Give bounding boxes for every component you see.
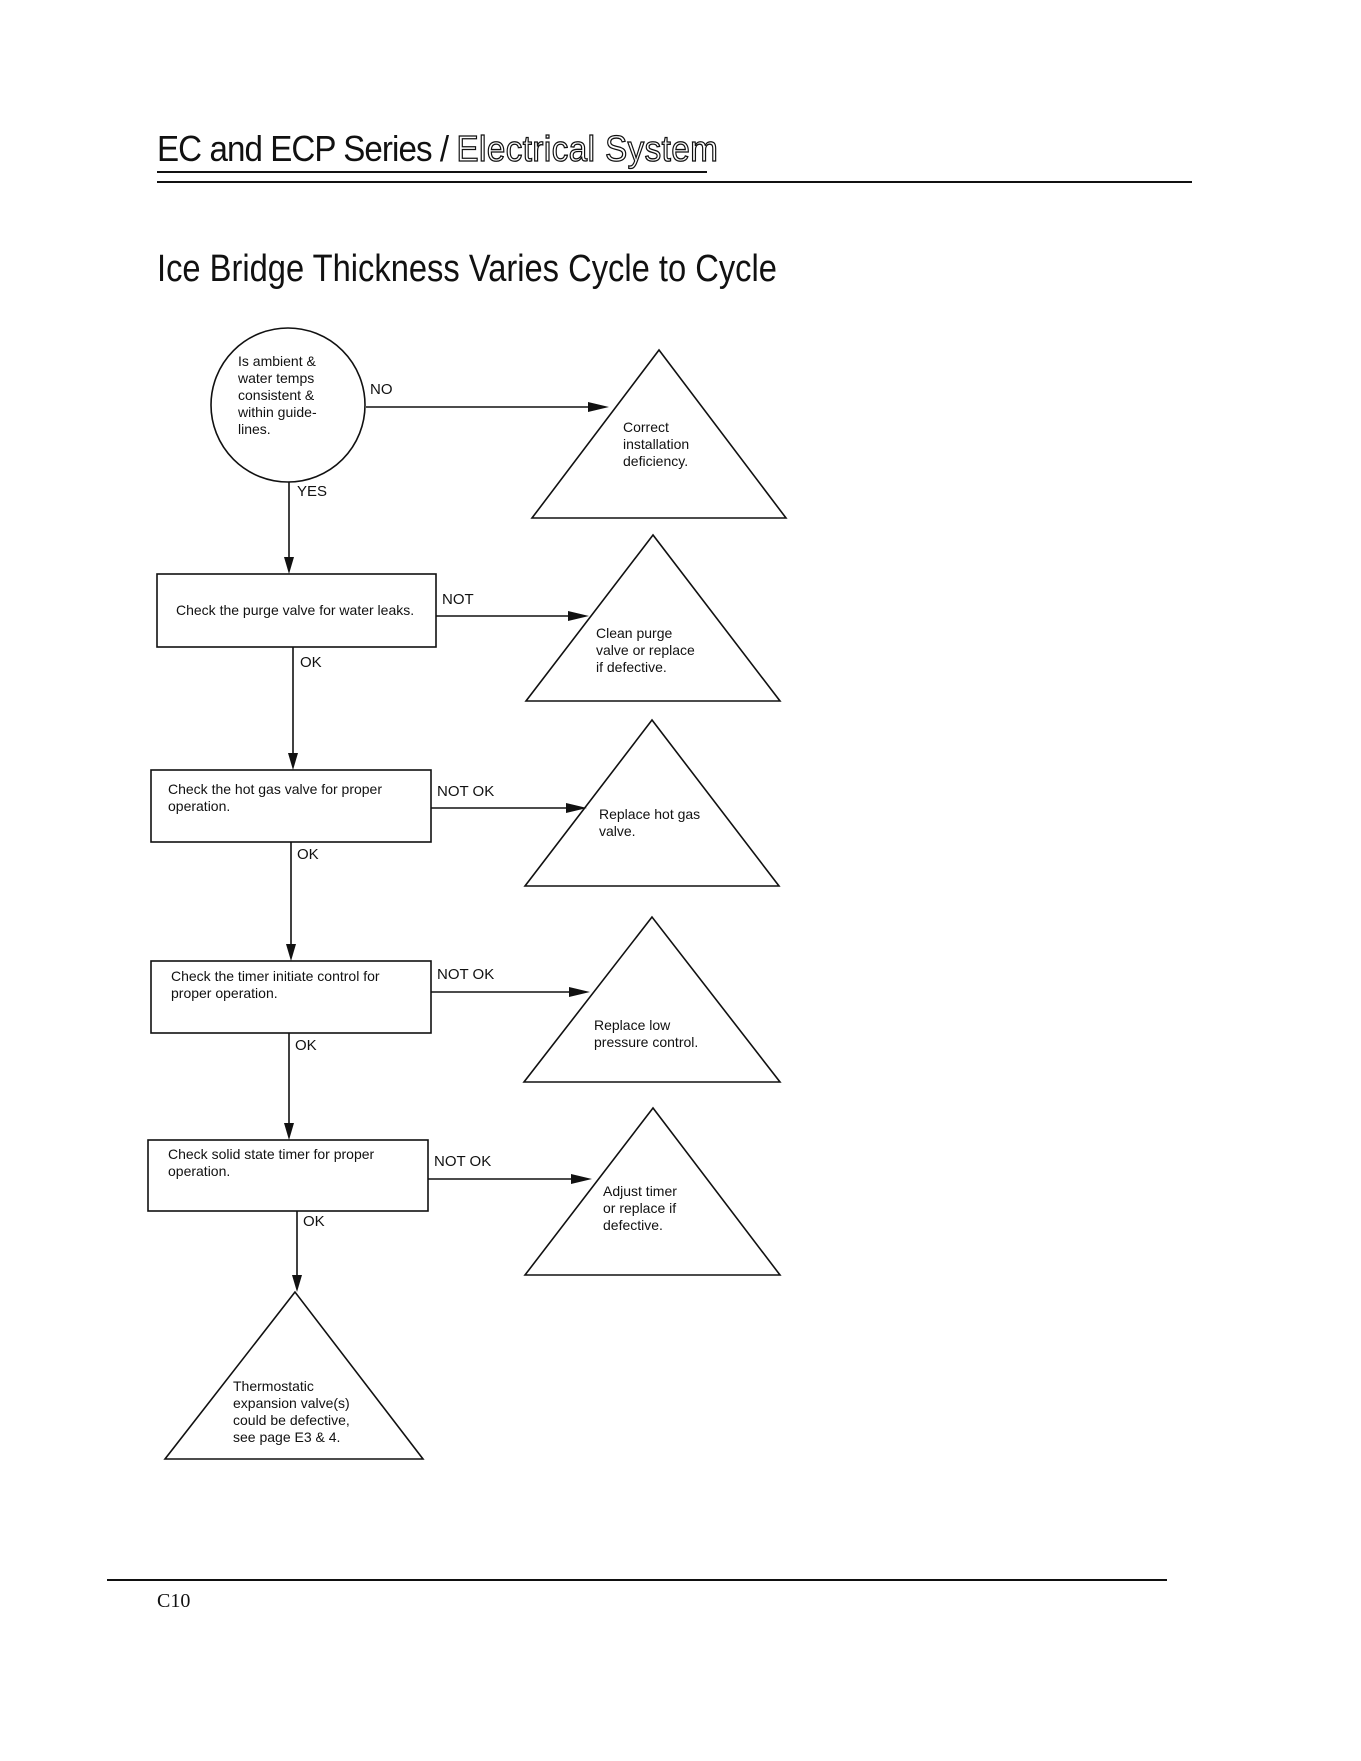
decision-text: Is ambient & water temps consistent & wi…: [238, 353, 317, 437]
section-name: Electrical System: [456, 127, 719, 169]
page-header: EC and ECP Series / Electrical System: [157, 127, 719, 170]
arrowhead-fail-4: [571, 1174, 592, 1184]
page-number: C10: [157, 1590, 191, 1612]
arrowhead-yes: [284, 557, 294, 574]
header-rule: [157, 181, 1192, 183]
fail-label-1: NOT: [442, 591, 474, 608]
yes-label: YES: [297, 483, 328, 500]
action-triangle-5: [523, 1106, 782, 1276]
check-text-2: Check the hot gas valve for proper opera…: [168, 781, 383, 814]
final-text: Thermostatic expansion valve(s) could be…: [233, 1378, 350, 1445]
decision-circle: [210, 327, 366, 483]
fail-label-3: NOT OK: [437, 966, 495, 983]
action-triangle-4: [522, 915, 782, 1083]
check-box-1: [156, 573, 437, 648]
action-text-3: Replace hot gas valve.: [599, 806, 701, 839]
arrowhead-ok-4: [292, 1275, 302, 1292]
pass-label-3: OK: [295, 1037, 317, 1054]
action-triangle-1: [530, 348, 788, 519]
action-triangle-3: [523, 718, 781, 887]
action-text-1: Correct installation deficiency.: [623, 419, 690, 469]
arrowhead-fail-1: [568, 611, 589, 621]
arrowhead-ok-2: [286, 944, 296, 961]
fail-label-2: NOT OK: [437, 783, 495, 800]
arrowhead-ok-3: [284, 1123, 294, 1140]
arrowhead-no: [588, 402, 609, 412]
action-text-4: Replace low pressure control.: [594, 1017, 699, 1050]
page-title: Ice Bridge Thickness Varies Cycle to Cyc…: [157, 248, 777, 290]
header-underline: [157, 171, 707, 173]
check-box-4: [147, 1139, 429, 1212]
pass-label-2: OK: [297, 846, 319, 863]
arrowhead-fail-2: [566, 803, 587, 813]
no-label: NO: [370, 381, 393, 398]
check-text-3: Check the timer initiate control for pro…: [171, 968, 380, 1001]
check-text-4: Check solid state timer for proper opera…: [168, 1146, 375, 1179]
action-text-5: Adjust timer or replace if defective.: [603, 1183, 677, 1233]
action-text-2: Clean purge valve or replace if defectiv…: [596, 625, 695, 675]
final-triangle: [163, 1290, 425, 1460]
pass-label-1: OK: [300, 654, 322, 671]
fail-label-4: NOT OK: [434, 1153, 492, 1170]
pass-label-4: OK: [303, 1213, 325, 1230]
check-text-1: Check the purge valve for water leaks.: [176, 602, 415, 618]
action-triangle-2: [524, 533, 782, 702]
footer-rule: [107, 1579, 1167, 1581]
arrowhead-fail-3: [569, 987, 590, 997]
series-name: EC and ECP Series /: [157, 128, 457, 169]
arrowhead-ok-1: [288, 753, 298, 770]
